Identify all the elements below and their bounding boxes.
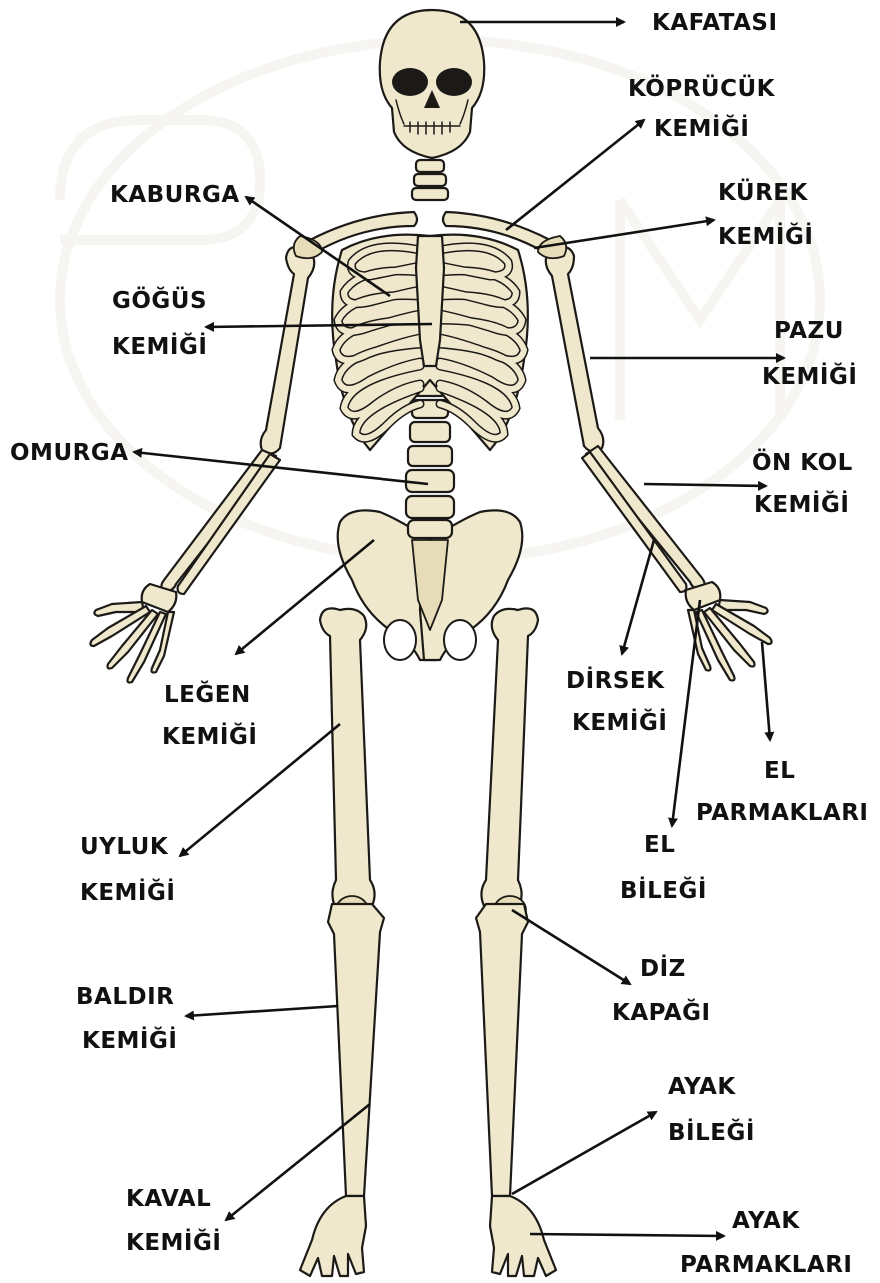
label-elbilek-line1: EL (644, 832, 675, 858)
label-kafatasi: KAFATASI (652, 10, 778, 36)
label-diz-line2: KAPAĞI (612, 998, 711, 1026)
skull (380, 10, 485, 158)
arrow-elparmak (762, 642, 770, 740)
arrow-baldir (186, 1006, 338, 1016)
label-uyluk-line2: KEMİĞİ (80, 878, 175, 906)
label-onkol-line1: ÖN KOL (752, 448, 853, 476)
label-onkol-line2: KEMİĞİ (754, 490, 849, 518)
label-elparmak-line1: EL (764, 758, 795, 784)
label-gogus-line1: GÖĞÜS (112, 286, 207, 314)
arrow-diz (512, 910, 630, 984)
label-elparmak-line2: PARMAKLARI (696, 800, 869, 826)
arrow-ayakbilek (512, 1112, 656, 1194)
label-ayakbilek-line2: BİLEĞİ (668, 1118, 755, 1146)
label-ayakbilek-line1: AYAK (668, 1074, 736, 1100)
label-dirsek-line1: DİRSEK (566, 666, 665, 694)
label-ayakparmak-line2: PARMAKLARI (680, 1252, 853, 1278)
left-leg-bones (300, 608, 384, 1276)
label-pazu-line2: KEMİĞİ (762, 362, 857, 390)
arrow-onkol (644, 484, 766, 486)
label-elbilek-line2: BİLEĞİ (620, 876, 707, 904)
label-pazu-line1: PAZU (774, 318, 844, 344)
label-ayakparmak-line1: AYAK (732, 1208, 800, 1234)
label-kurek-line2: KEMİĞİ (718, 222, 813, 250)
arrow-ayakparmak (530, 1234, 724, 1236)
label-dirsek-line2: KEMİĞİ (572, 708, 667, 736)
label-diz-line1: DİZ (640, 954, 686, 982)
label-kaburga: KABURGA (110, 182, 240, 208)
arrow-elbilek (672, 600, 700, 826)
arrow-dirsek (622, 540, 654, 654)
label-legen-line2: KEMİĞİ (162, 722, 257, 750)
label-koprucuk-line1: KÖPRÜCÜK (628, 74, 776, 102)
label-kurek-line1: KÜREK (718, 178, 809, 206)
label-koprucuk-line2: KEMİĞİ (654, 114, 749, 142)
label-kaval-line1: KAVAL (126, 1186, 211, 1212)
label-omurga: OMURGA (10, 440, 129, 466)
arrow-omurga (134, 452, 428, 484)
label-kaval-line2: KEMİĞİ (126, 1228, 221, 1256)
label-uyluk-line1: UYLUK (80, 834, 169, 860)
label-baldir-line1: BALDIR (76, 984, 174, 1010)
label-gogus-line2: KEMİĞİ (112, 332, 207, 360)
label-legen-line1: LEĞEN (164, 680, 251, 708)
label-baldir-line2: KEMİĞİ (82, 1026, 177, 1054)
